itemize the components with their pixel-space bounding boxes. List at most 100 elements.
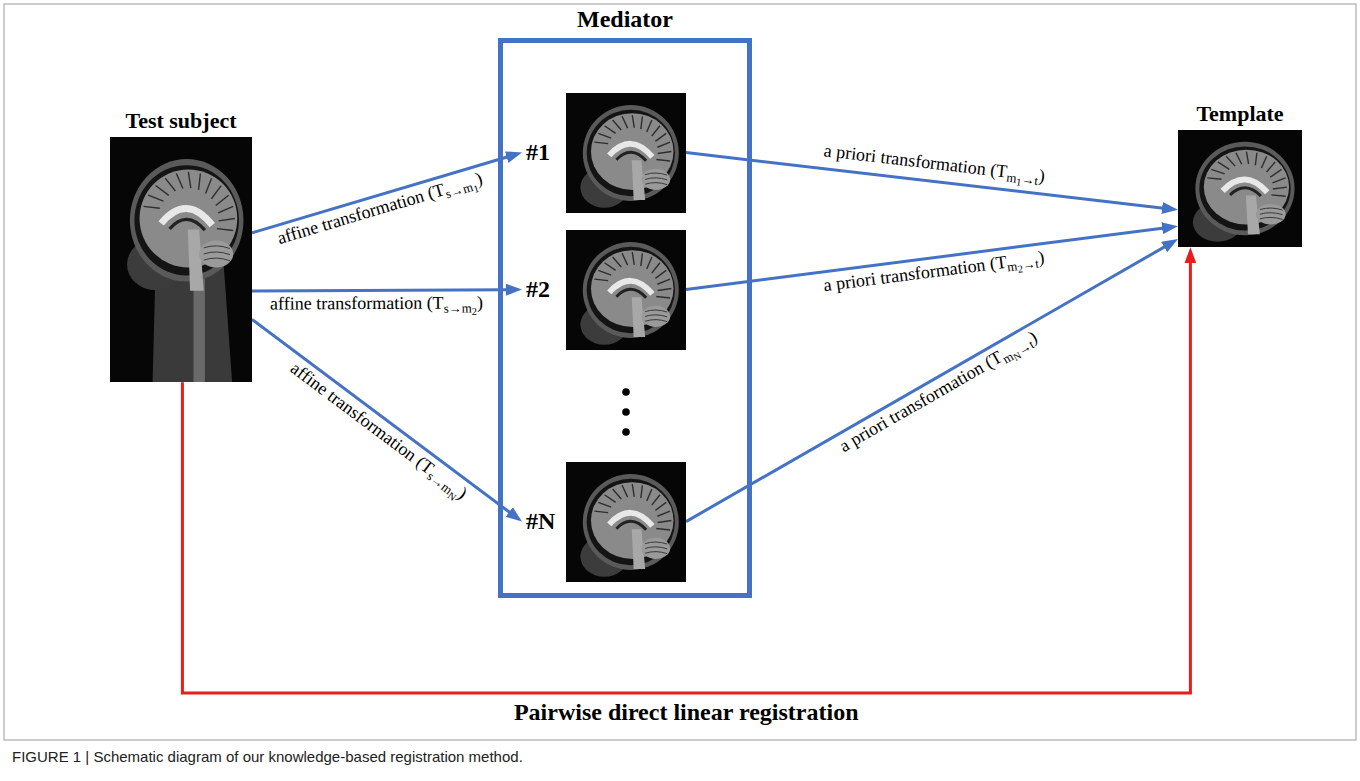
mri-folia [1260, 208, 1283, 210]
mri-spine [193, 279, 204, 383]
subscript-part: t [1034, 173, 1039, 188]
mri-sulcus [647, 257, 652, 269]
mri-sulcus [656, 296, 670, 297]
sub-subscript: 2 [1017, 263, 1024, 275]
mri-folia [645, 314, 667, 316]
label-part: affine transformation (T [270, 293, 444, 314]
mediator-image-box: #2 [522, 230, 686, 350]
mri-sulcus [657, 279, 670, 284]
mri-sulcus [218, 207, 233, 214]
subscript: m2→t [1006, 255, 1039, 274]
label-part: a priori transformation (T [823, 141, 1009, 182]
mri-folia [645, 173, 667, 175]
sub-subscript: N [1011, 350, 1023, 363]
subscript-part: → [1015, 339, 1034, 358]
edge-label-holder: a priori transformation (Tm1→t) [820, 140, 1048, 191]
mri-sulcus [148, 195, 163, 201]
label-part: affine transformation (T [275, 180, 447, 249]
mediator-number: #1 [522, 139, 562, 165]
mri-ground [566, 230, 686, 350]
mri-sulcus [598, 133, 611, 138]
mri-sulcus [156, 186, 169, 196]
edge-label-holder: affine transformation (Ts→mN) [283, 357, 473, 508]
mediator-image-box: #1 [522, 93, 686, 213]
mri-scalp [583, 474, 679, 570]
mri-sulcus [622, 116, 628, 128]
label-part: ) [1037, 247, 1046, 268]
edge-label: affine transformation (Ts→m1) [273, 168, 488, 254]
affine-arrow [252, 155, 514, 233]
mri-image [110, 137, 252, 382]
mri-sulcus [199, 174, 201, 190]
mri-sulcus [656, 159, 670, 160]
connectors [182, 153, 1190, 693]
node-heading: Test subject [110, 108, 252, 137]
subscript-part: t [1034, 255, 1039, 270]
affine-arrow [252, 290, 514, 291]
mri-corpus-callosum [1223, 180, 1268, 193]
mri-sulcus [144, 207, 160, 209]
mri-folia [645, 182, 667, 184]
mri-sulcus [655, 502, 666, 510]
apriori-arrow [686, 227, 1170, 289]
mri-sulcus [655, 270, 666, 278]
subscript-part: t [1026, 337, 1037, 352]
subscript-part: m [461, 179, 475, 196]
dot [622, 408, 630, 416]
mri-image [566, 230, 686, 350]
mri-ground [110, 137, 252, 382]
sub-subscript: N [446, 490, 459, 503]
mri-sulcus [647, 120, 652, 132]
mri-folia [1260, 218, 1283, 220]
mri-image [1178, 130, 1302, 247]
apriori-arrow [686, 243, 1171, 522]
mri-sulcus [1255, 153, 1257, 165]
subscript-part: s [424, 469, 437, 484]
label-part: ) [1037, 166, 1045, 187]
mri-corpus-callosum [161, 209, 212, 226]
mri-ground [566, 462, 686, 582]
mri-sulcus [594, 142, 608, 143]
mri-sulcus [632, 115, 634, 128]
mri-sulcus [658, 151, 672, 153]
label-part: a priori transformation (T [822, 252, 1007, 295]
mri-sulcus [176, 174, 183, 189]
mri-cerebellum [641, 537, 670, 558]
mri-sulcus [211, 186, 221, 199]
mri-folia [204, 252, 230, 255]
mri-folia [645, 319, 667, 321]
mri-corpus-callosum [609, 143, 652, 156]
mri-ventricle [1230, 188, 1261, 196]
mri-sulcus [605, 262, 616, 270]
mri-corpus-callosum [609, 512, 652, 525]
mri-sulcus [1270, 170, 1281, 178]
mri-sulcus [1218, 162, 1230, 169]
mri-sulcus [605, 494, 616, 502]
subscript: s→mN [424, 469, 461, 502]
dot [622, 388, 630, 396]
mri-sulcus [1236, 153, 1242, 165]
mri-sulcus [647, 489, 652, 501]
edge-label-holder: affine transformation (Ts→m2) [268, 293, 485, 319]
mri-brain [140, 170, 238, 268]
mri-folia [645, 551, 667, 553]
mri-cerebellum [199, 241, 233, 268]
subscript-part: → [448, 182, 465, 200]
mri-folia [204, 258, 230, 261]
edge-label: affine transformation (Ts→m2) [268, 293, 485, 319]
mri-sulcus [1271, 195, 1285, 196]
mri-sulcus [1226, 157, 1235, 167]
subscript-part: → [1021, 256, 1036, 273]
mri-sulcus [652, 125, 660, 135]
mri-ventricle [170, 220, 205, 231]
edge-label: a priori transformation (Tm1→t) [820, 140, 1048, 191]
edge-label-holder: affine transformation (Ts→m1) [273, 168, 488, 254]
mri-ground [566, 93, 686, 213]
edge-label: a priori transformation (Tm2→t) [820, 246, 1048, 300]
mri-sulcus [206, 178, 212, 193]
mri-skull [1199, 147, 1290, 231]
subscript: s→m2 [443, 301, 476, 316]
edge-label-holder: Pairwise direct linear registration [512, 698, 861, 727]
mri-sulcus [605, 125, 616, 133]
apriori-arrow [686, 153, 1170, 209]
